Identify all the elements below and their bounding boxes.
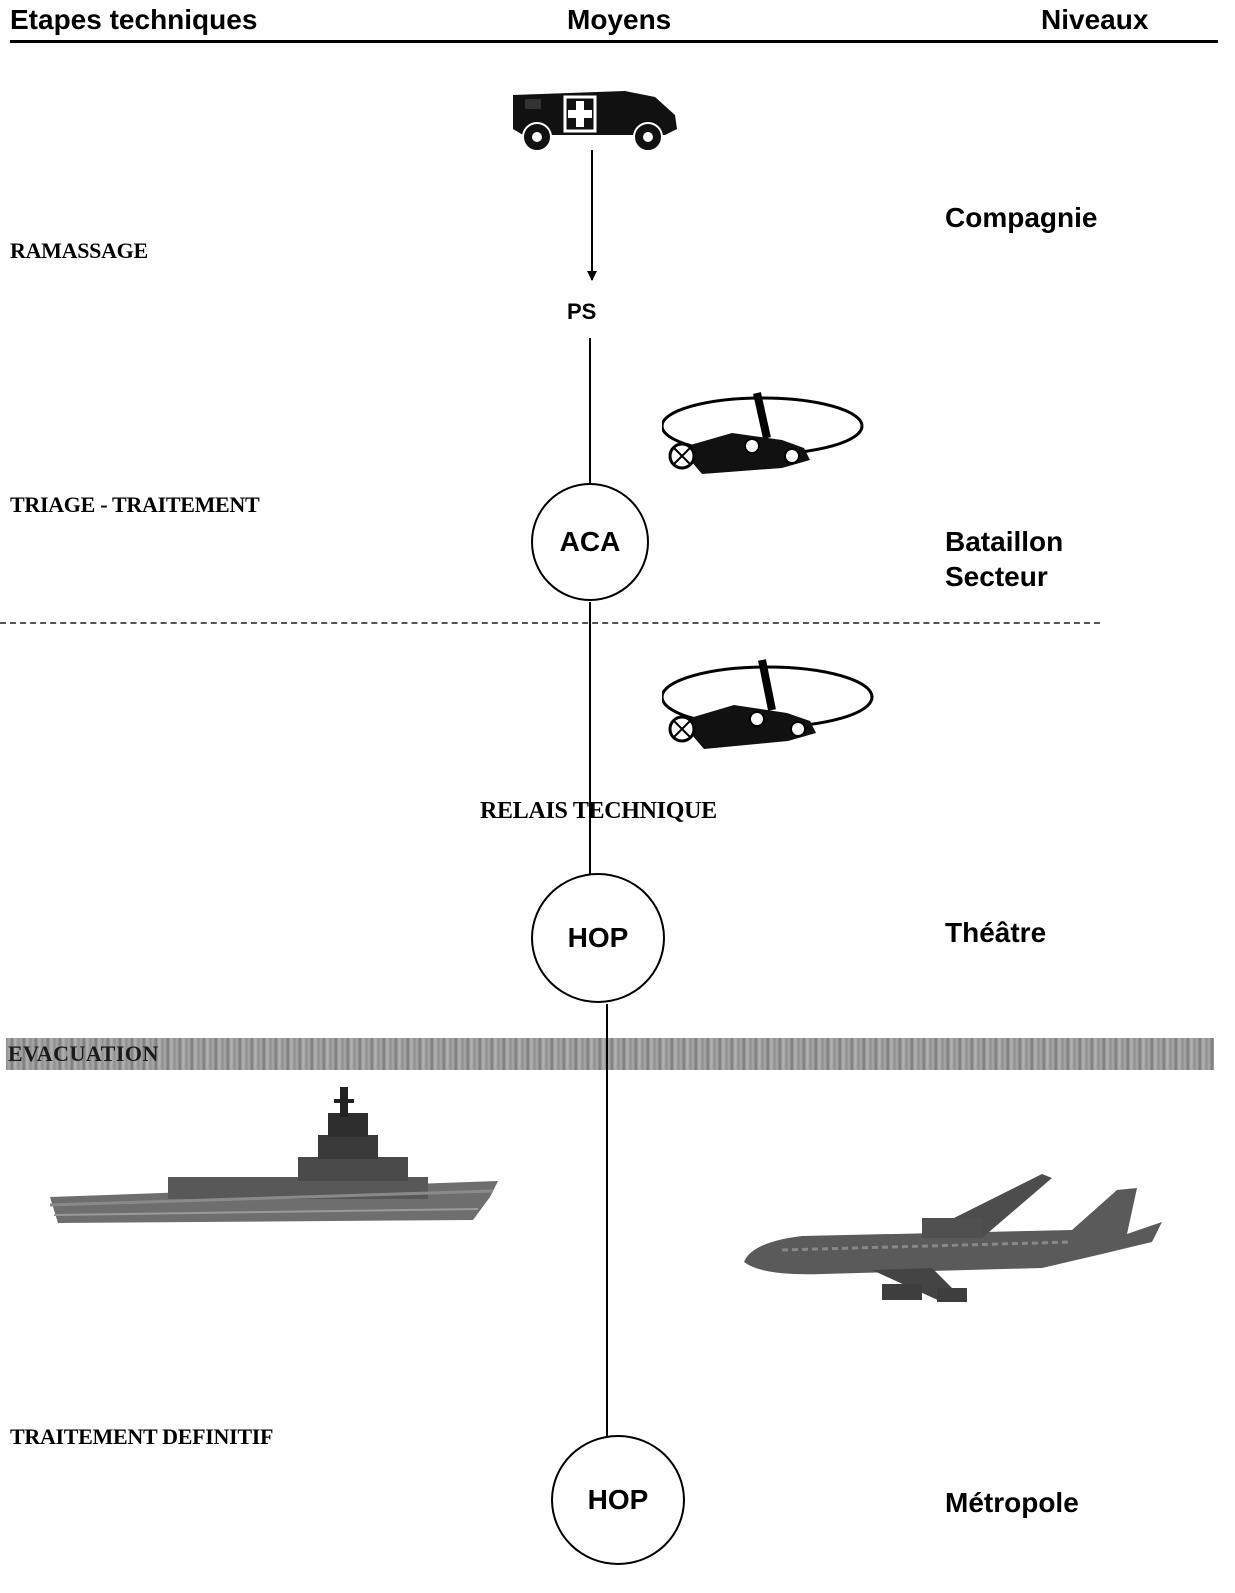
- header-rule: [10, 40, 1218, 43]
- stage-relais-technique: RELAIS TECHNIQUE: [480, 798, 717, 824]
- header-moyens: Moyens: [567, 4, 672, 35]
- stage-traitement-definitif: TRAITEMENT DEFINITIF: [10, 1424, 274, 1449]
- level-metropole: Métropole: [945, 1487, 1079, 1518]
- level-secteur: Secteur: [945, 561, 1048, 592]
- header-niveaux: Niveaux: [1041, 4, 1149, 35]
- ambulance-icon: [513, 91, 677, 152]
- stage-ramassage: RAMASSAGE: [10, 238, 148, 263]
- node-hop-theatre: HOP: [531, 873, 665, 1003]
- dashed-separator: [0, 622, 1100, 624]
- node-ps: PS: [567, 299, 597, 324]
- evacuation-band: [6, 1038, 1214, 1070]
- node-hop-metropole: HOP: [551, 1435, 685, 1565]
- stage-triage-traitement: TRIAGE - TRAITEMENT: [10, 492, 260, 517]
- ship-icon: [49, 1087, 498, 1223]
- node-aca: ACA: [531, 483, 649, 601]
- header-etapes-techniques: Etapes techniques: [10, 4, 258, 35]
- level-compagnie: Compagnie: [945, 202, 1098, 233]
- helicopter-icon: [662, 659, 874, 749]
- level-bataillon: Bataillon: [945, 526, 1064, 557]
- stage-evacuation: EVACUATION: [8, 1041, 159, 1066]
- airplane-icon: [744, 1174, 1162, 1302]
- helicopter-icon: [662, 392, 864, 474]
- level-theatre: Théâtre: [945, 917, 1047, 948]
